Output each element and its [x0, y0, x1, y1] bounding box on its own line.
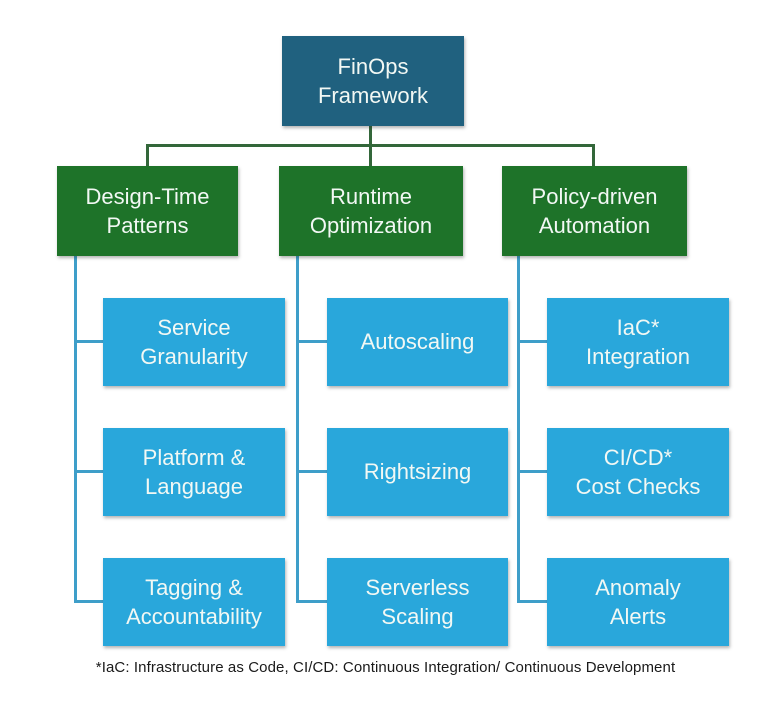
- connector-root-drop-right: [592, 144, 595, 168]
- connector-root-horizontal: [146, 144, 595, 147]
- node-policy-driven-automation: Policy-driven Automation: [502, 166, 687, 256]
- footnote: *IaC: Infrastructure as Code, CI/CD: Con…: [95, 659, 676, 676]
- connector-col1-stub-1: [74, 340, 104, 343]
- node-rightsizing: Rightsizing: [327, 428, 508, 516]
- connector-col1-stub-2: [74, 470, 104, 473]
- node-anomaly-alerts: Anomaly Alerts: [547, 558, 729, 646]
- node-serverless-scaling: Serverless Scaling: [327, 558, 508, 646]
- connector-root-drop-left: [146, 144, 149, 168]
- node-finops-framework: FinOps Framework: [282, 36, 464, 126]
- node-runtime-optimization: Runtime Optimization: [279, 166, 463, 256]
- connector-col2-stub-1: [296, 340, 328, 343]
- connector-col3-stub-3: [517, 600, 548, 603]
- connector-col3-stub-2: [517, 470, 548, 473]
- node-autoscaling: Autoscaling: [327, 298, 508, 386]
- connector-col1-trunk: [74, 255, 77, 603]
- node-platform-language: Platform & Language: [103, 428, 285, 516]
- node-cicd-cost-checks: CI/CD* Cost Checks: [547, 428, 729, 516]
- node-design-time-patterns: Design-Time Patterns: [57, 166, 238, 256]
- connector-col2-stub-2: [296, 470, 328, 473]
- node-service-granularity: Service Granularity: [103, 298, 285, 386]
- connector-col1-stub-3: [74, 600, 104, 603]
- connector-col2-stub-3: [296, 600, 328, 603]
- connector-col2-trunk: [296, 256, 299, 603]
- node-tagging-accountability: Tagging & Accountability: [103, 558, 285, 646]
- connector-col3-stub-1: [517, 340, 548, 343]
- node-iac-integration: IaC* Integration: [547, 298, 729, 386]
- connector-col3-trunk: [517, 255, 520, 603]
